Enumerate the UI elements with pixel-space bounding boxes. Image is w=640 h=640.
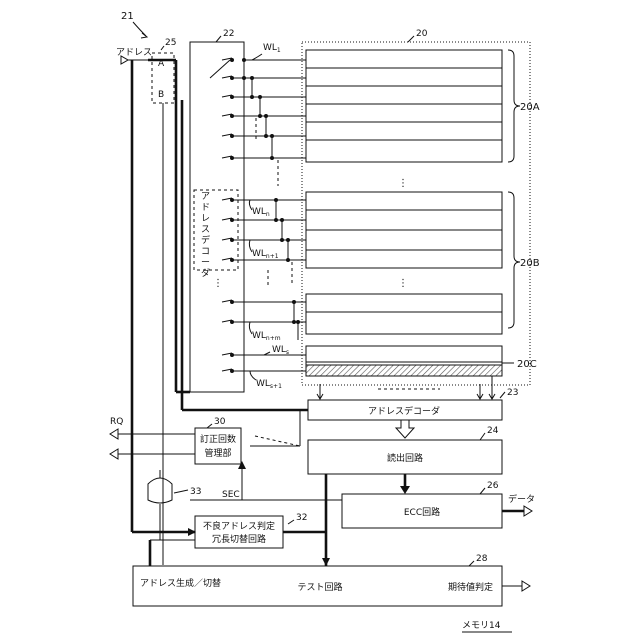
- judge-ref-leader: [288, 520, 294, 524]
- data-out-arrow: [524, 506, 532, 516]
- read-to-ecc-arrow: [400, 486, 410, 494]
- ecc-ref-leader: [480, 488, 485, 494]
- rq-arrow: [110, 429, 118, 439]
- hollow-arrow: [396, 420, 414, 438]
- ecc-ref: 26: [487, 481, 499, 491]
- redundancy-row-hatch: [306, 365, 502, 376]
- counter-ref: 30: [214, 417, 226, 427]
- or-ref: 33: [190, 487, 201, 497]
- array-group-a: [306, 50, 502, 162]
- read-to-test-arrow: [322, 558, 330, 566]
- col-decoder-ref: 23: [507, 388, 518, 398]
- array-ellipsis-a: ⋮: [398, 178, 408, 189]
- wl-1-label: WL1: [252, 43, 281, 60]
- sec-label: SEC: [222, 490, 240, 500]
- judge-ref: 32: [296, 513, 307, 523]
- wl-s1-label: WLs+1: [250, 371, 282, 390]
- data-out-label: データ: [508, 493, 535, 505]
- test-circuit-label: テスト回路: [297, 581, 342, 593]
- counter-dash: [255, 436, 300, 446]
- svg-text:WL1: WL1: [263, 43, 281, 54]
- judge-label-1: 不良アドレス判定: [203, 520, 275, 532]
- array-ellipsis-b: ⋮: [398, 278, 408, 289]
- read-ref-leader: [480, 433, 485, 440]
- brace-20b: [508, 192, 520, 328]
- figure-ref: 21: [121, 11, 134, 22]
- test-ref-leader: [469, 561, 474, 566]
- or-ref-leader: [174, 490, 188, 493]
- row-decoder-block: [190, 42, 244, 392]
- decoder-ellipsis: ⋮: [213, 278, 223, 289]
- wl-n-label: WLn: [249, 200, 270, 218]
- wl-s-label: WLs: [264, 345, 289, 356]
- rq-label: RQ: [110, 417, 123, 427]
- wl-n1-label: WLn+1: [249, 240, 278, 260]
- wl-nm-label: WLn+m: [249, 322, 280, 342]
- test-ref: 28: [476, 554, 488, 564]
- memory-label: メモリ14: [462, 621, 501, 631]
- expected-label: 期待値判定: [448, 581, 493, 593]
- svg-text:WLn+m: WLn+m: [252, 331, 281, 342]
- array-group-b2: [306, 294, 502, 334]
- read-circuit-label: 読出回路: [387, 452, 423, 464]
- region-20c-label: 20C: [517, 359, 537, 370]
- counter-ref-leader: [207, 424, 212, 428]
- ecc-label: ECC回路: [404, 506, 440, 518]
- svg-text:WLn: WLn: [252, 207, 270, 218]
- out2-arrow: [110, 449, 118, 459]
- row-decoder-label: アドレスデコーダ: [201, 192, 210, 279]
- judge-label-2: 冗長切替回路: [212, 533, 266, 545]
- expected-out-arrow: [522, 581, 530, 591]
- region-20b-label: 20B: [520, 258, 540, 269]
- svg-text:WLs+1: WLs+1: [256, 379, 282, 390]
- selector-b-label: B: [158, 90, 164, 100]
- array-ref: 20: [416, 29, 428, 39]
- or-gate: [148, 478, 172, 503]
- svg-text:WLn+1: WLn+1: [252, 249, 279, 260]
- brace-20a: [508, 50, 520, 162]
- counter-label-2: 管理部: [204, 447, 231, 459]
- col-decoder-ref-leader: [500, 392, 505, 398]
- selector-ref-leader: [161, 46, 164, 50]
- array-ref-leader: [408, 36, 414, 42]
- decoder-ref-leader: [216, 36, 221, 42]
- decoder-ref: 22: [223, 29, 234, 39]
- svg-text:WLs: WLs: [272, 345, 289, 356]
- region-20a-label: 20A: [520, 102, 540, 113]
- selector-ref: 25: [165, 38, 176, 48]
- addr-gen-label: アドレス生成／切替: [140, 577, 221, 589]
- read-ref: 24: [487, 426, 499, 436]
- column-decoder-label: アドレスデコーダ: [368, 405, 440, 417]
- figure-ref-leader: [133, 22, 146, 36]
- counter-label-1: 訂正回数: [200, 433, 236, 445]
